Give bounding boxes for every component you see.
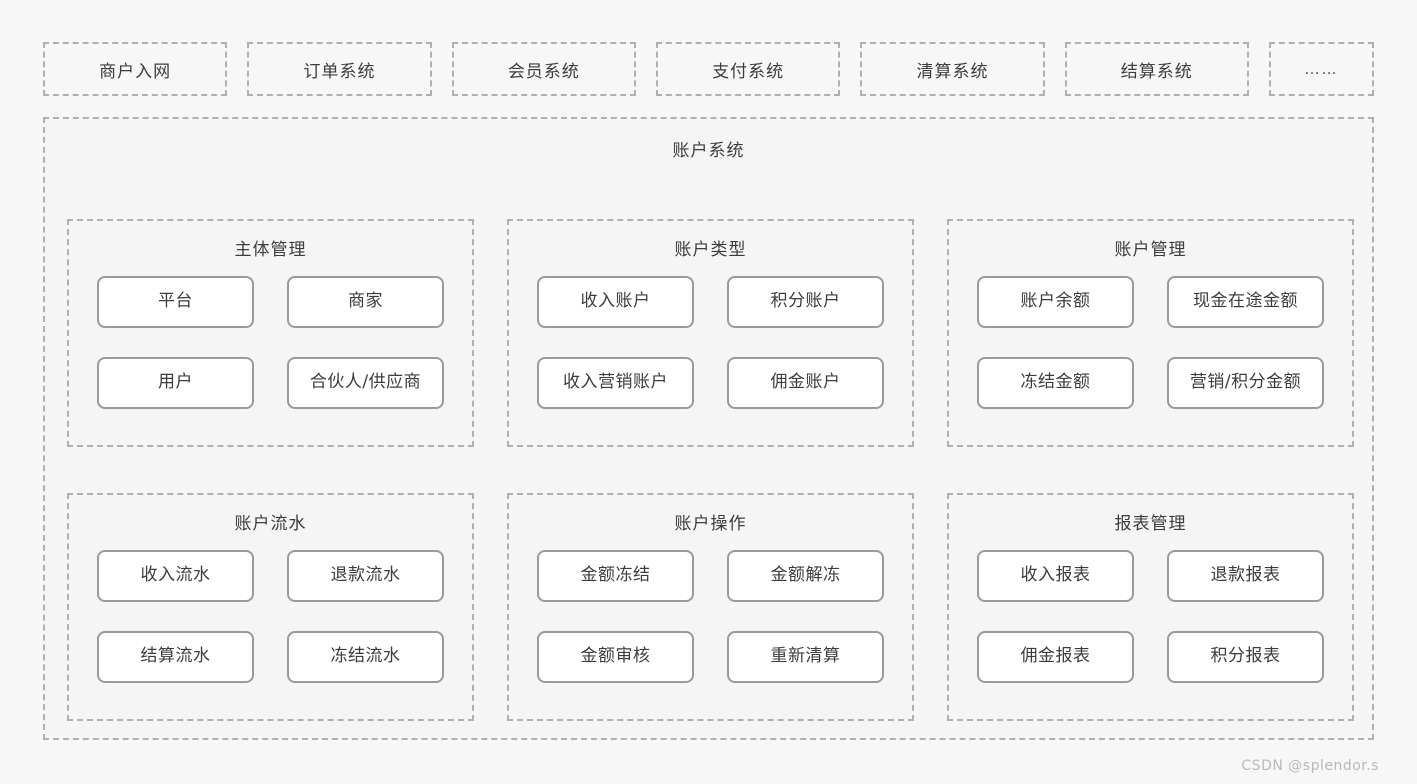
external-system-box[interactable]: 清算系统 xyxy=(860,42,1045,96)
group-card-list: 账户余额 现金在途金额 冻结金额 营销/积分金额 xyxy=(977,276,1324,409)
module-card[interactable]: 金额审核 xyxy=(537,631,694,683)
external-system-label: 会员系统 xyxy=(507,61,580,82)
external-system-box[interactable]: 订单系统 xyxy=(247,42,432,96)
module-card[interactable]: 退款报表 xyxy=(1167,550,1324,602)
group-title: 账户管理 xyxy=(1114,240,1187,260)
external-system-label: 结算系统 xyxy=(1120,61,1193,82)
module-card[interactable]: 积分账户 xyxy=(727,276,884,328)
group-title: 主体管理 xyxy=(234,240,307,260)
external-system-label: 支付系统 xyxy=(712,61,785,82)
module-card[interactable]: 收入账户 xyxy=(537,276,694,328)
module-card[interactable]: 现金在途金额 xyxy=(1167,276,1324,328)
external-systems-row: 商户入网 订单系统 会员系统 支付系统 清算系统 结算系统 …… xyxy=(43,42,1374,96)
external-system-box[interactable]: 会员系统 xyxy=(451,42,636,96)
group-card-list: 收入流水 退款流水 结算流水 冻结流水 xyxy=(97,550,444,683)
module-group-account-type: 账户类型 收入账户 积分账户 收入营销账户 佣金账户 xyxy=(507,219,914,447)
external-system-box[interactable]: 结算系统 xyxy=(1064,42,1249,96)
group-card-list: 收入账户 积分账户 收入营销账户 佣金账户 xyxy=(537,276,884,409)
module-card[interactable]: 合伙人/供应商 xyxy=(287,357,444,409)
module-card[interactable]: 重新清算 xyxy=(727,631,884,683)
external-system-label: 清算系统 xyxy=(916,61,989,82)
module-card[interactable]: 金额冻结 xyxy=(537,550,694,602)
module-card[interactable]: 冻结金额 xyxy=(977,357,1134,409)
module-card[interactable]: 积分报表 xyxy=(1167,631,1324,683)
group-title: 报表管理 xyxy=(1114,514,1187,534)
module-card[interactable]: 佣金报表 xyxy=(977,631,1134,683)
module-card[interactable]: 结算流水 xyxy=(97,631,254,683)
external-system-label: 订单系统 xyxy=(303,61,376,82)
external-system-box[interactable]: 商户入网 xyxy=(43,42,228,96)
module-card[interactable]: 金额解冻 xyxy=(727,550,884,602)
module-card[interactable]: 收入流水 xyxy=(97,550,254,602)
module-card[interactable]: 冻结流水 xyxy=(287,631,444,683)
ellipsis-label: …… xyxy=(1304,60,1339,78)
module-card[interactable]: 用户 xyxy=(97,357,254,409)
group-title: 账户类型 xyxy=(674,240,747,260)
module-card[interactable]: 收入报表 xyxy=(977,550,1134,602)
module-group-report-management: 报表管理 收入报表 退款报表 佣金报表 积分报表 xyxy=(947,493,1354,721)
module-card[interactable]: 账户余额 xyxy=(977,276,1134,328)
module-group-account-transactions: 账户流水 收入流水 退款流水 结算流水 冻结流水 xyxy=(67,493,474,721)
module-card[interactable]: 收入营销账户 xyxy=(537,357,694,409)
external-system-box-more[interactable]: …… xyxy=(1268,42,1374,96)
group-card-list: 金额冻结 金额解冻 金额审核 重新清算 xyxy=(537,550,884,683)
group-card-list: 收入报表 退款报表 佣金报表 积分报表 xyxy=(977,550,1324,683)
group-title: 账户操作 xyxy=(674,514,747,534)
account-system-container: 账户系统 主体管理 平台 商家 用户 合伙人/供应商 账户类型 收入账户 积分账… xyxy=(43,117,1374,740)
external-system-label: 商户入网 xyxy=(99,61,172,82)
module-card[interactable]: 平台 xyxy=(97,276,254,328)
group-title: 账户流水 xyxy=(234,514,307,534)
module-group-account-management: 账户管理 账户余额 现金在途金额 冻结金额 营销/积分金额 xyxy=(947,219,1354,447)
group-card-list: 平台 商家 用户 合伙人/供应商 xyxy=(97,276,444,409)
module-card[interactable]: 佣金账户 xyxy=(727,357,884,409)
module-card[interactable]: 营销/积分金额 xyxy=(1167,357,1324,409)
external-system-box[interactable]: 支付系统 xyxy=(655,42,841,96)
module-group-account-operations: 账户操作 金额冻结 金额解冻 金额审核 重新清算 xyxy=(507,493,914,721)
module-group-subject-management: 主体管理 平台 商家 用户 合伙人/供应商 xyxy=(67,219,474,447)
module-groups-grid: 主体管理 平台 商家 用户 合伙人/供应商 账户类型 收入账户 积分账户 收入营… xyxy=(67,219,1354,721)
module-card[interactable]: 退款流水 xyxy=(287,550,444,602)
module-card[interactable]: 商家 xyxy=(287,276,444,328)
watermark: CSDN @splendor.s xyxy=(1241,758,1379,774)
account-system-title: 账户系统 xyxy=(672,141,745,161)
